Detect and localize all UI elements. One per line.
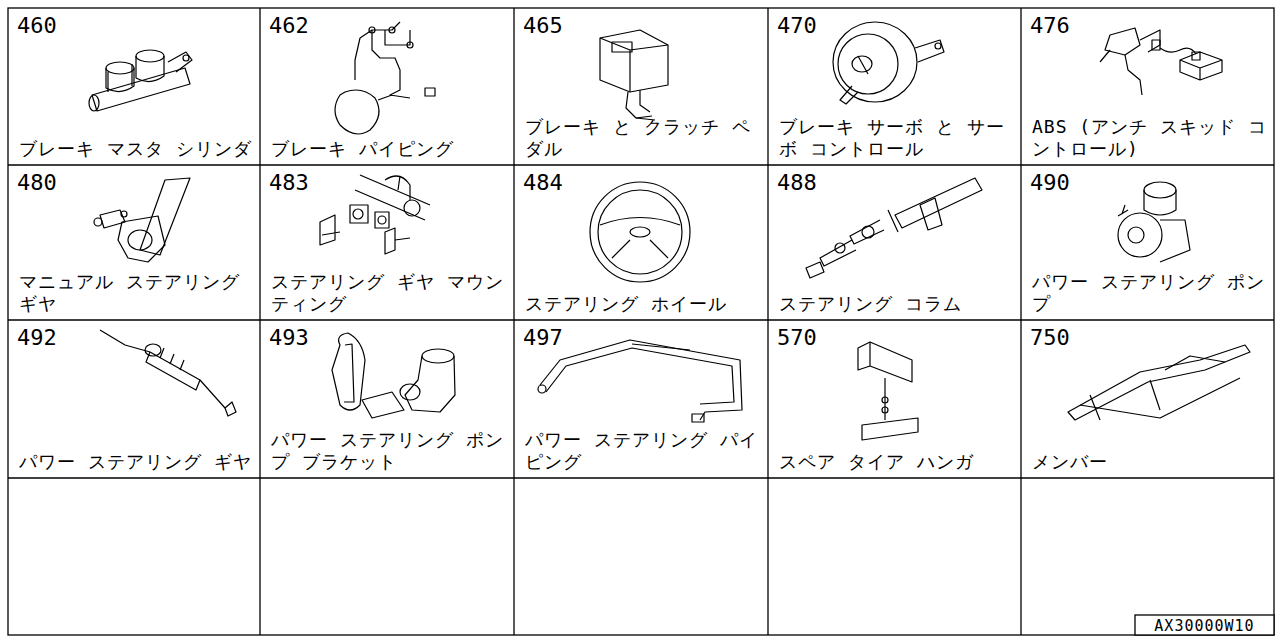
part-sketches — [89, 22, 1250, 440]
part-group-name: パワー ステアリング ポンプ ブラケット — [271, 429, 507, 473]
catalog-cell: 488 ステアリング コラム — [769, 166, 1020, 319]
callout-number: 476 — [1030, 14, 1070, 38]
part-group-name: ステアリング コラム — [779, 293, 1014, 315]
catalog-cell: 492 パワー ステアリング ギヤ — [9, 321, 259, 477]
callout-number: 465 — [523, 14, 563, 38]
catalog-cell: 476ABS (アンチ スキッド コントロール) — [1022, 9, 1273, 164]
callout-number: 462 — [269, 14, 309, 38]
callout-number: 484 — [523, 171, 563, 195]
catalog-cell: 483 ステアリング ギヤ マウンティング — [261, 166, 513, 319]
part-group-name: ブレーキ マスタ シリンダ — [19, 138, 253, 160]
part-group-name: ブレーキ と クラッチ ペダル — [525, 116, 761, 160]
part-group-name: ブレーキ サーボ と サーボ コントロール — [779, 116, 1014, 160]
drawing-code-box: AX30000W10 — [1136, 616, 1273, 634]
part-group-name: ブレーキ パイピング — [271, 138, 507, 160]
callout-number: 492 — [17, 326, 57, 350]
part-group-name: マニュアル ステアリング ギヤ — [19, 271, 253, 315]
callout-number: 480 — [17, 171, 57, 195]
callout-number: 483 — [269, 171, 309, 195]
catalog-cell: 465 ブレーキ と クラッチ ペダル — [515, 9, 767, 164]
callout-number: 570 — [777, 326, 817, 350]
callout-number: 497 — [523, 326, 563, 350]
callout-number: 460 — [17, 14, 57, 38]
grid-lines — [8, 8, 1274, 635]
catalog-cell: 462 ブレーキ パイピング — [261, 9, 513, 164]
part-group-name: スペア タイア ハンガ — [779, 451, 1014, 473]
catalog-cell: 484 ステアリング ホイール — [515, 166, 767, 319]
catalog-cell: 470 ブレーキ サーボ と サーボ コントロール — [769, 9, 1020, 164]
catalog-cell: 490 パワー ステアリング ポンプ — [1022, 166, 1273, 319]
part-group-name: パワー ステアリング ポンプ — [1032, 271, 1267, 315]
catalog-cell: 480 マニュアル ステアリング ギヤ — [9, 166, 259, 319]
part-group-name: メンバー — [1032, 451, 1267, 473]
catalog-cell: 570 スペア タイア ハンガ — [769, 321, 1020, 477]
catalog-cell: 493 パワー ステアリング ポンプ ブラケット — [261, 321, 513, 477]
drawing-code: AX30000W10 — [1136, 616, 1273, 636]
catalog-cell: 460 ブレーキ マスタ シリンダ — [9, 9, 259, 164]
part-group-name: パワー ステアリング ギヤ — [19, 451, 253, 473]
callout-number: 490 — [1030, 171, 1070, 195]
part-group-name: ステアリング ホイール — [525, 293, 761, 315]
callout-number: 750 — [1030, 326, 1070, 350]
part-group-name: パワー ステアリング パイピング — [525, 429, 761, 473]
catalog-cell: 497 パワー ステアリング パイピング — [515, 321, 767, 477]
catalog-cell: 750 メンバー — [1022, 321, 1273, 477]
part-group-name: ABS (アンチ スキッド コントロール) — [1032, 116, 1267, 160]
callout-number: 488 — [777, 171, 817, 195]
callout-number: 470 — [777, 14, 817, 38]
part-group-name: ステアリング ギヤ マウンティング — [271, 271, 507, 315]
callout-number: 493 — [269, 326, 309, 350]
